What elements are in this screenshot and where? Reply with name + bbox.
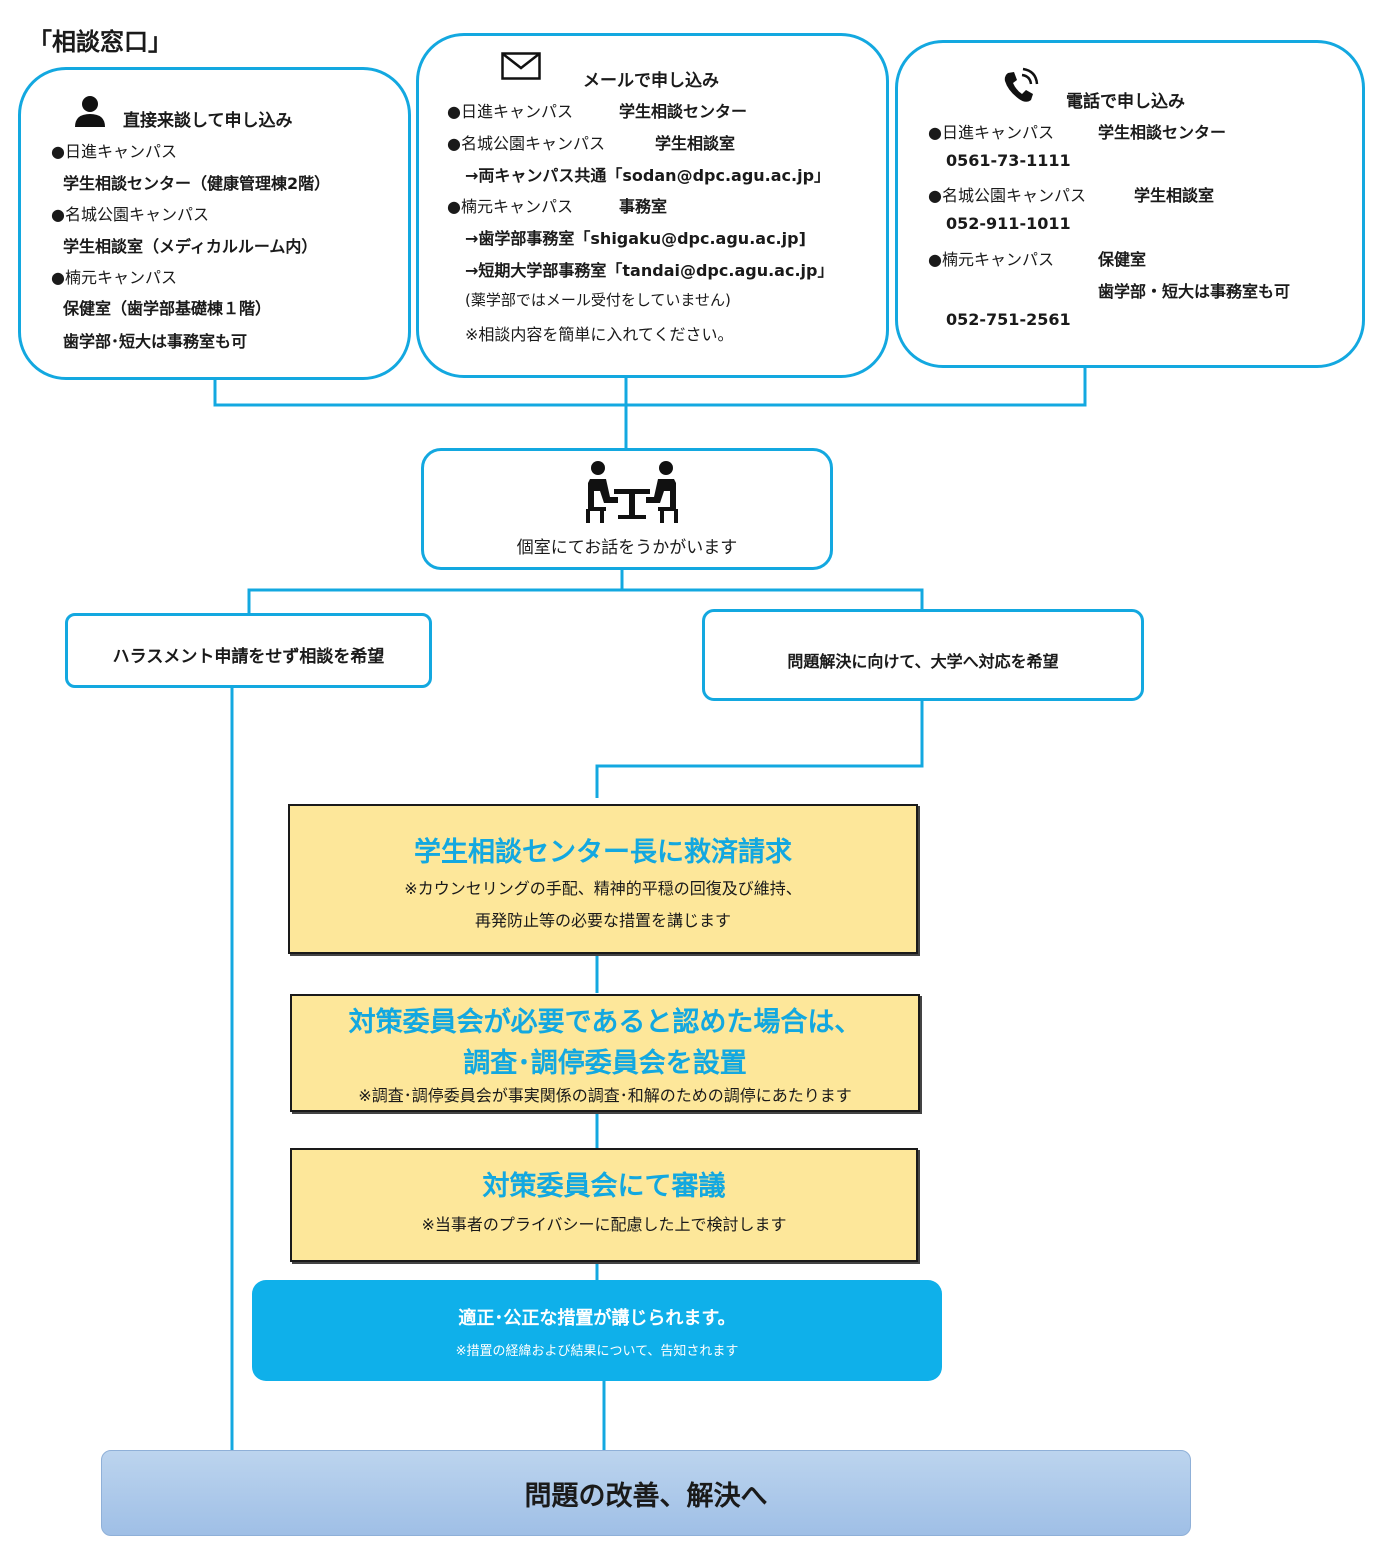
step-measures: 適正･公正な措置が講じられます。 ※措置の経緯および結果について、告知されます [252, 1280, 942, 1381]
email-line: 学生相談センター [619, 102, 748, 121]
phone-line: 052-911-1011 [946, 214, 1071, 233]
email-line: 事務室 [619, 197, 668, 216]
envelope-icon [501, 52, 541, 80]
email-line: ※相談内容を簡単に入れてください。 [465, 325, 734, 344]
phone-line: ●名城公園キャンパス [928, 186, 1086, 205]
email-line: →両キャンパス共通「sodan@dpc.agu.ac.jp」 [465, 166, 831, 185]
branch-right-text: 問題解決に向けて、大学へ対応を希望 [787, 652, 1059, 671]
walkin-card: 直接来談して申し込み ●日進キャンパス 学生相談センター（健康管理棟2階） ●名… [18, 67, 411, 380]
email-line: 学生相談室 [655, 134, 736, 153]
step-deliberation: 対策委員会にて審議 ※当事者のプライバシーに配慮した上で検討します [290, 1148, 918, 1262]
email-header: メールで申し込み [583, 71, 719, 91]
step-title: 適正･公正な措置が講じられます。 [458, 1308, 736, 1329]
email-line: ●日進キャンパス [447, 102, 573, 121]
walkin-line: ●楠元キャンパス [51, 268, 177, 287]
email-card: メールで申し込み ●日進キャンパス 学生相談センター ●名城公園キャンパス 学生… [416, 33, 889, 378]
phone-icon [1004, 67, 1039, 102]
email-line: →短期大学部事務室「tandai@dpc.agu.ac.jp」 [465, 261, 834, 280]
meeting-box: 個室にてお話をうかがいます [421, 448, 833, 570]
phone-line: 歯学部・短大は事務室も可 [1098, 282, 1291, 301]
step-note: 再発防止等の必要な措置を講じます [474, 911, 731, 930]
step-title: 調査･調停委員会を設置 [463, 1048, 747, 1079]
final-outcome-text: 問題の改善、解決へ [524, 1481, 768, 1512]
phone-line: ●日進キャンパス [928, 123, 1054, 142]
phone-line: 0561-73-1111 [946, 151, 1071, 170]
step-note: ※措置の経緯および結果について、告知されます [455, 1344, 739, 1359]
walkin-line: 学生相談室（メディカルルーム内） [63, 237, 318, 256]
step-title: 対策委員会が必要であると認めた場合は、 [348, 1007, 862, 1038]
phone-header: 電話で申し込み [1066, 92, 1185, 112]
step-investigation-committee: 対策委員会が必要であると認めた場合は、 調査･調停委員会を設置 ※調査･調停委員… [290, 994, 920, 1112]
branch-right-box: 問題解決に向けて、大学へ対応を希望 [702, 609, 1144, 701]
page-title: 「相談窓口」 [28, 28, 172, 56]
branch-left-box: ハラスメント申請をせず相談を希望 [65, 613, 432, 688]
phone-card: 電話で申し込み ●日進キャンパス 学生相談センター 0561-73-1111 ●… [895, 40, 1365, 368]
branch-left-text: ハラスメント申請をせず相談を希望 [112, 647, 385, 667]
phone-line: 学生相談室 [1134, 186, 1215, 205]
step-note: ※カウンセリングの手配、精神的平穏の回復及び維持、 [404, 879, 802, 898]
walkin-header: 直接来談して申し込み [123, 111, 293, 131]
walkin-line: 歯学部･短大は事務室も可 [63, 332, 248, 351]
step-note: ※調査･調停委員会が事実関係の調査･和解のための調停にあたります [358, 1086, 852, 1105]
meeting-icon [586, 461, 678, 523]
email-line: →歯学部事務室「shigaku@dpc.agu.ac.jp] [465, 229, 806, 248]
phone-line: 052-751-2561 [946, 310, 1071, 329]
step-title: 対策委員会にて審議 [482, 1171, 726, 1202]
walkin-line: 保健室（歯学部基礎棟１階） [63, 299, 272, 318]
walkin-line: ●名城公園キャンパス [51, 205, 209, 224]
walkin-line: ●日進キャンパス [51, 142, 177, 161]
phone-line: 保健室 [1098, 250, 1147, 269]
step-title: 学生相談センター長に救済請求 [414, 837, 792, 868]
walkin-line: 学生相談センター（健康管理棟2階） [63, 174, 331, 193]
email-line: (薬学部ではメール受付をしていません) [465, 291, 731, 309]
step-relief-request: 学生相談センター長に救済請求 ※カウンセリングの手配、精神的平穏の回復及び維持、… [288, 804, 918, 954]
person-icon [75, 96, 105, 127]
meeting-text: 個室にてお話をうかがいます [516, 538, 738, 558]
step-note: ※当事者のプライバシーに配慮した上で検討します [421, 1215, 787, 1234]
email-line: ●楠元キャンパス [447, 197, 573, 216]
phone-line: 学生相談センター [1098, 123, 1227, 142]
final-outcome-box: 問題の改善、解決へ [101, 1450, 1191, 1536]
phone-line: ●楠元キャンパス [928, 250, 1054, 269]
email-line: ●名城公園キャンパス [447, 134, 605, 153]
